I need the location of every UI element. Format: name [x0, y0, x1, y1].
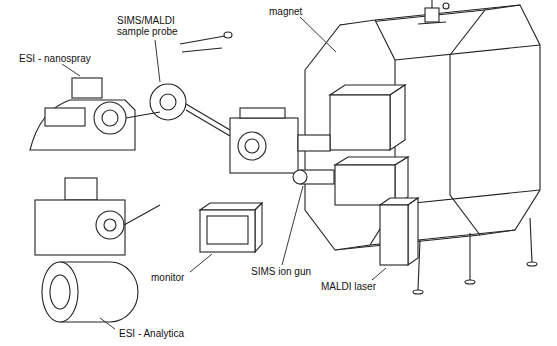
- part-label: SIMS/MALDI sample probe: [116, 15, 188, 37]
- part-label: ESI - nanospray: [18, 53, 92, 64]
- part-label: monitor: [150, 272, 185, 283]
- part-label: ESI - Analytica: [118, 328, 185, 339]
- part-label: SIMS ion gun: [250, 266, 312, 277]
- part-label: MALDI laser: [320, 281, 377, 292]
- part-label: magnet: [268, 6, 303, 17]
